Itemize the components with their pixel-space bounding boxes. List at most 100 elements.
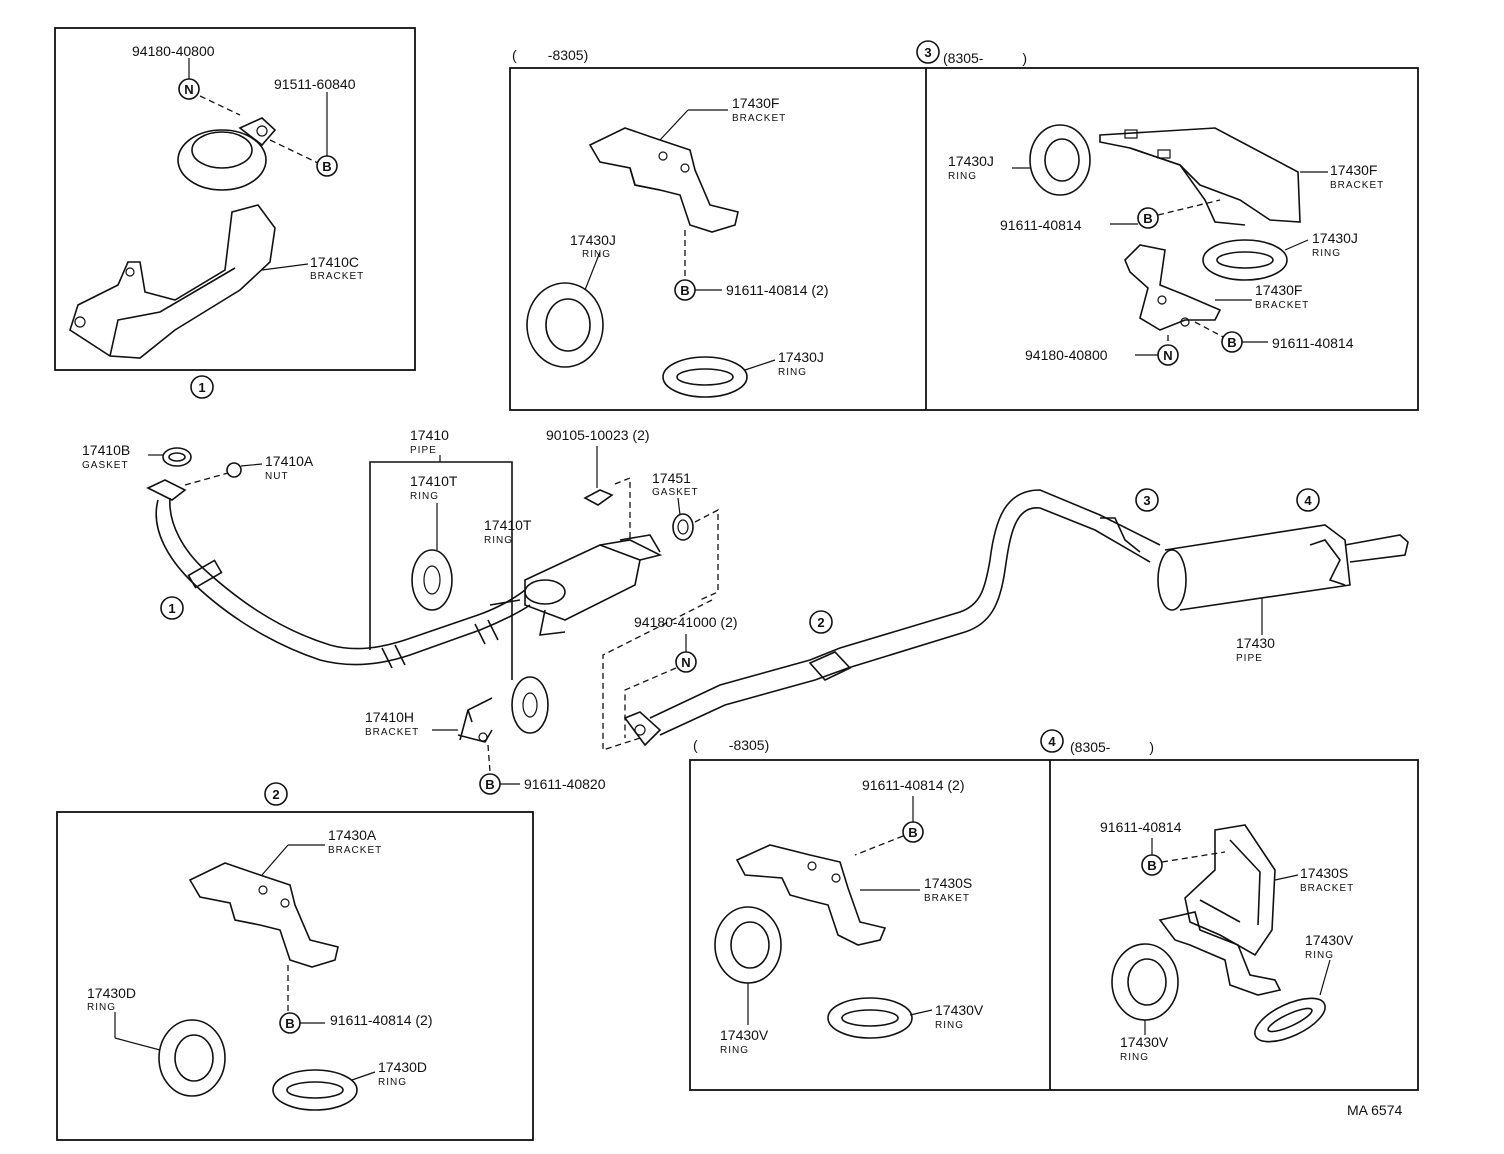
name-17430j-a: RING xyxy=(582,249,611,260)
ring-17430v-d-drawing xyxy=(1254,997,1326,1043)
name-17430d-b: RING xyxy=(378,1077,407,1088)
name-17430j-c: RING xyxy=(948,171,977,182)
part-17410t-a: 17410T xyxy=(410,473,458,489)
svg-text:3: 3 xyxy=(924,45,931,60)
ring-17430v-c-drawing xyxy=(1111,943,1179,1021)
bracket-17430f-c-drawing xyxy=(1124,244,1222,331)
callout-2: 2 xyxy=(809,610,833,634)
bot-a-bolt-symbol: B xyxy=(902,821,924,843)
box-3-callout: 3 xyxy=(916,40,940,64)
ring-17410t-b-drawing xyxy=(511,676,549,734)
svg-text:B: B xyxy=(1147,858,1156,873)
top-box-frame xyxy=(509,67,1419,411)
main-bolt-symbol: B xyxy=(479,773,501,795)
part-17430f-a: 17430F xyxy=(732,95,779,111)
part-17430a: 17430A xyxy=(328,827,377,843)
svg-text:B: B xyxy=(680,283,689,298)
box-4-callout: 4 xyxy=(1040,729,1064,753)
name-17410h: BRACKET xyxy=(365,727,419,738)
name-17410t-a: RING xyxy=(410,491,439,502)
ring-17410t-a-drawing xyxy=(411,549,453,611)
bot-a-range: ( -8305) xyxy=(693,737,769,753)
box3-bolt-symbol-b: B xyxy=(1221,331,1243,353)
box-2-callout: 2 xyxy=(264,782,288,806)
box4-bolt-symbol: B xyxy=(1141,854,1163,876)
box-1-callout: 1 xyxy=(190,375,214,399)
center-pipe-drawing xyxy=(623,489,1161,747)
ring-17430j-b-drawing xyxy=(662,356,748,398)
part-17430j-a: 17430J xyxy=(570,232,616,248)
name-17430v-d: RING xyxy=(1305,950,1334,961)
part-91611-40814-b7: 91611-40814 xyxy=(1100,819,1182,835)
part-17410t-b: 17410T xyxy=(484,517,532,533)
box-1-frame xyxy=(54,27,416,371)
svg-text:B: B xyxy=(322,159,331,174)
name-17410: PIPE xyxy=(410,445,437,456)
part-17430s-b: 17430S xyxy=(1300,865,1348,881)
name-17430: PIPE xyxy=(1236,653,1263,664)
svg-text:4: 4 xyxy=(1048,734,1056,749)
name-17430j-b: RING xyxy=(778,367,807,378)
svg-text:1: 1 xyxy=(198,380,205,395)
name-17430s-b: BRACKET xyxy=(1300,883,1354,894)
main-nut-symbol: N xyxy=(675,651,697,673)
part-17430f-b: 17430F xyxy=(1330,162,1377,178)
name-17430a: BRACKET xyxy=(328,845,382,856)
part-94180-40800-b3: 94180-40800 xyxy=(1025,347,1108,363)
svg-text:3: 3 xyxy=(1143,493,1150,508)
nut-17410a-drawing xyxy=(226,462,242,478)
part-17430j-d: 17430J xyxy=(1312,230,1358,246)
box1-nut-symbol: N xyxy=(178,78,200,100)
name-17410c: BRACKET xyxy=(310,271,364,282)
clamp-drawing xyxy=(177,117,277,191)
part-17430v-d: 17430V xyxy=(1305,932,1354,948)
part-17430f-c: 17430F xyxy=(1255,282,1302,298)
box1-bolt-symbol: B xyxy=(316,155,338,177)
part-17430d-a: 17430D xyxy=(87,985,136,1001)
part-17410c: 17410C xyxy=(310,254,359,270)
svg-text:1: 1 xyxy=(168,601,175,616)
part-17410: 17410 xyxy=(410,427,449,443)
name-17430f-c: BRACKET xyxy=(1255,300,1309,311)
name-17410t-b: RING xyxy=(484,535,513,546)
part-91611-40814-2-box2: 91611-40814 (2) xyxy=(330,1012,432,1028)
part-91611-40820: 91611-40820 xyxy=(524,776,606,792)
name-17410b: GASKET xyxy=(82,460,129,471)
part-94180-41000: 94180-41000 (2) xyxy=(634,614,738,630)
box4-range: (8305- ) xyxy=(1070,739,1154,755)
part-17430d-b: 17430D xyxy=(378,1059,427,1075)
front-pipe-17410-drawing xyxy=(146,479,663,669)
part-91611-40814-b3: 91611-40814 xyxy=(1000,217,1082,233)
part-17410b: 17410B xyxy=(82,442,130,458)
part-17430j-c: 17430J xyxy=(948,153,994,169)
part-17430v-a: 17430V xyxy=(720,1027,769,1043)
ring-17430v-a-drawing xyxy=(714,906,782,984)
part-17430v-c: 17430V xyxy=(1120,1034,1169,1050)
callout-3: 3 xyxy=(1135,488,1159,512)
name-17410a: NUT xyxy=(265,471,289,482)
pipe-bracket-frame xyxy=(369,461,513,680)
bracket-17430s-b-drawing xyxy=(1158,824,1282,996)
part-91511-60840: 91511-60840 xyxy=(274,76,356,92)
name-17430v-b: RING xyxy=(935,1020,964,1031)
part-17410h: 17410H xyxy=(365,709,414,725)
part-91611-40814-2-top: 91611-40814 (2) xyxy=(726,282,828,298)
svg-text:2: 2 xyxy=(272,787,279,802)
ring-17430d-b-drawing xyxy=(272,1069,358,1111)
svg-text:N: N xyxy=(1163,348,1172,363)
svg-text:4: 4 xyxy=(1304,493,1312,508)
svg-text:2: 2 xyxy=(817,615,824,630)
tail-muffler-17430-drawing xyxy=(1157,524,1409,611)
name-17430f-a: BRACKET xyxy=(732,113,786,124)
bracket-17430f-b-drawing xyxy=(1099,127,1301,226)
part-17430: 17430 xyxy=(1236,635,1275,651)
bracket-17410c-drawing xyxy=(69,204,276,359)
name-17451: GASKET xyxy=(652,487,699,498)
box3-range: (8305- ) xyxy=(943,50,1027,66)
bottom-box-frame xyxy=(689,759,1419,1091)
box-2-frame xyxy=(56,811,534,1141)
part-17430v-b: 17430V xyxy=(935,1002,984,1018)
svg-text:B: B xyxy=(285,1016,294,1031)
ring-17430j-a-drawing xyxy=(526,282,604,368)
